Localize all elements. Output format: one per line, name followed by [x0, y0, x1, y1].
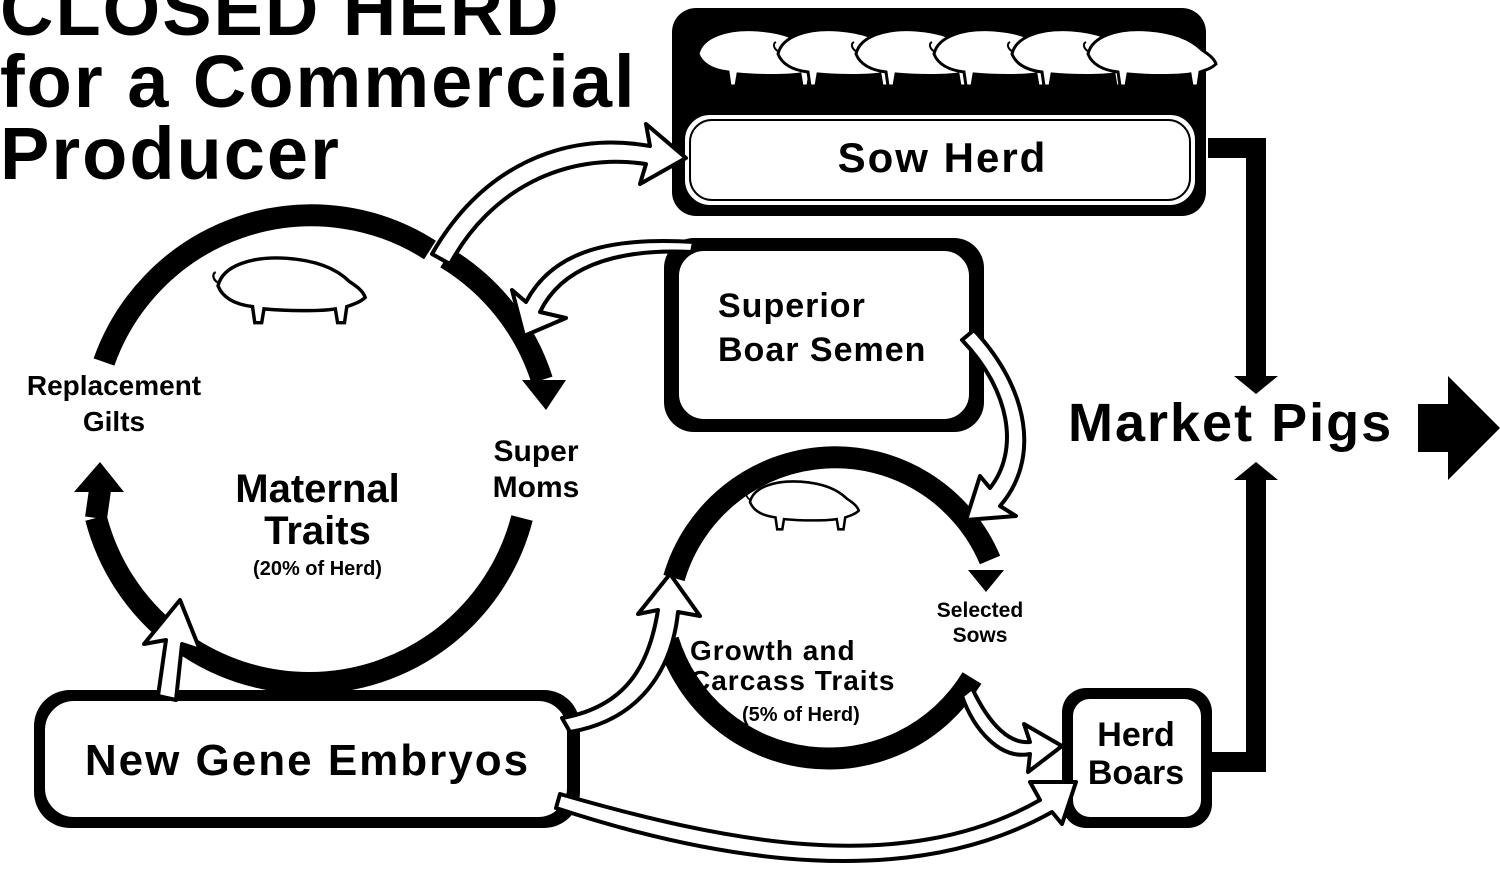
growth-traits-share: (5% of Herd) [742, 704, 860, 726]
title-line-2: for a Commercial [0, 40, 637, 123]
superior-boar-semen-label: Superior Boar Semen [718, 284, 926, 372]
market-arrow-icon [1418, 376, 1500, 480]
pig-icon [745, 480, 861, 531]
flow-arrows [142, 122, 1078, 864]
page-title: CLOSED HERD for a Commercial Producer [0, 0, 637, 195]
super-moms-line-2: Moms [492, 471, 580, 504]
arrow-to-super-moms [510, 238, 696, 338]
semen-line-2: Boar Semen [718, 331, 927, 369]
gilts-line-2: Gilts [82, 406, 146, 437]
new-gene-embryos-label: New Gene Embryos [84, 736, 531, 785]
title-line-3: Producer [0, 112, 341, 195]
selected-line-2: Sows [952, 624, 1008, 647]
maternal-traits-share: (20% of Herd) [253, 558, 382, 580]
arrow-embryos-to-gilts [142, 598, 202, 702]
boars-line-1: Herd [1097, 716, 1175, 754]
maternal-line-1: Maternal [235, 467, 400, 511]
selected-sows-label: Selected Sows [920, 598, 1040, 648]
title-line-1: CLOSED HERD [0, 0, 561, 51]
market-pigs-label: Market Pigs [1068, 393, 1394, 453]
maternal-traits-label: Maternal Traits [215, 468, 420, 552]
arrow-embryos-to-growth [560, 572, 702, 734]
herd-boars-label: Herd Boars [1066, 716, 1206, 792]
growth-line-1: Growth and [690, 635, 856, 666]
growth-line-2: Carcass Traits [690, 665, 896, 696]
boars-line-2: Boars [1087, 754, 1185, 792]
growth-traits-label: Growth and Carcass Traits [690, 636, 895, 696]
super-moms-label: Super Moms [478, 434, 594, 506]
selected-line-1: Selected [936, 599, 1024, 622]
arrow-to-sow-herd [430, 122, 688, 266]
replacement-gilts-label: Replacement Gilts [14, 368, 214, 440]
pig-icon [211, 256, 367, 325]
gilts-line-1: Replacement [26, 370, 202, 401]
super-moms-line-1: Super [493, 435, 579, 468]
growth-cycle [657, 446, 1004, 770]
maternal-cycle [74, 204, 566, 694]
market-flow-lines [1208, 138, 1278, 772]
arrow-embryos-to-boars [554, 780, 1078, 864]
sow-herd-label: Sow Herd [837, 134, 1048, 181]
arrow-selected-sows-to-boars [960, 686, 1064, 774]
maternal-line-2: Traits [264, 509, 371, 553]
semen-line-1: Superior [718, 287, 866, 325]
arrow-semen-to-selected-sows [960, 328, 1027, 522]
